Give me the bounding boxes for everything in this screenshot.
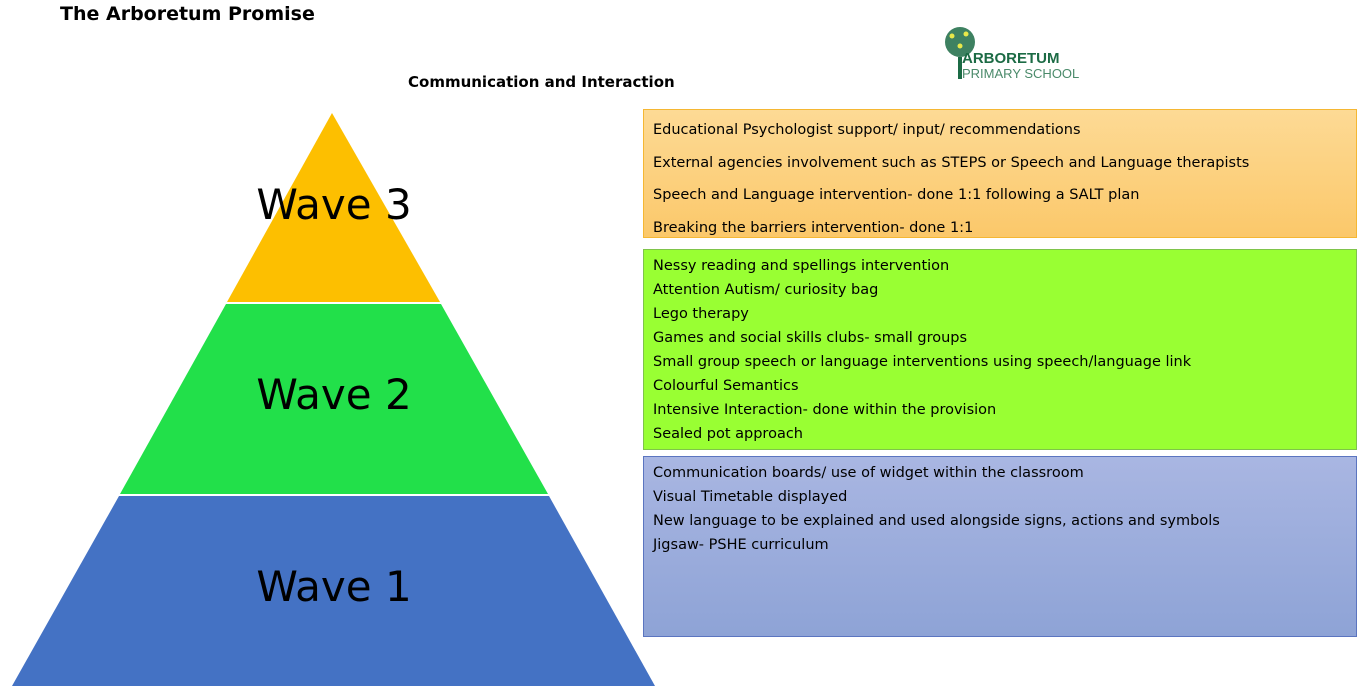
wave-2-tier xyxy=(120,304,548,494)
list-item: Speech and Language intervention- done 1… xyxy=(653,187,1140,203)
list-item: Small group speech or language intervent… xyxy=(653,354,1192,370)
section-subtitle: Communication and Interaction xyxy=(408,73,675,91)
wave-pyramid xyxy=(12,113,655,686)
list-item: Communication boards/ use of widget with… xyxy=(653,465,1084,481)
list-item: Nessy reading and spellings intervention xyxy=(653,258,950,274)
list-item: Games and social skills clubs- small gro… xyxy=(653,330,968,346)
list-item: Jigsaw- PSHE curriculum xyxy=(653,537,829,553)
logo-subtitle: PRIMARY SCHOOL xyxy=(962,66,1080,81)
list-item: Breaking the barriers intervention- done… xyxy=(653,219,974,236)
page-title: The Arboretum Promise xyxy=(60,3,315,25)
wave-1-label: Wave 1 xyxy=(256,562,412,611)
tree-logo-icon xyxy=(945,27,975,79)
list-item: Intensive Interaction- done within the p… xyxy=(653,402,997,418)
list-item: Attention Autism/ curiosity bag xyxy=(653,282,879,298)
list-item: Colourful Semantics xyxy=(653,378,799,394)
list-item: Visual Timetable displayed xyxy=(653,489,848,505)
wave-2-box: Nessy reading and spellings intervention… xyxy=(643,249,1357,450)
list-item: Educational Psychologist support/ input/… xyxy=(653,122,1081,138)
list-item: Lego therapy xyxy=(653,306,749,322)
wave-2-label: Wave 2 xyxy=(256,370,412,419)
list-item: External agencies involvement such as ST… xyxy=(653,154,1250,171)
list-item: New language to be explained and used al… xyxy=(653,513,1220,529)
logo-name: ARBORETUM xyxy=(962,50,1060,67)
school-logo: ARBORETUM PRIMARY SCHOOL xyxy=(940,24,1110,84)
wave-3-tier xyxy=(227,113,440,302)
list-item: Sealed pot approach xyxy=(653,426,803,442)
wave-1-box: Communication boards/ use of widget with… xyxy=(643,456,1357,637)
wave-3-label: Wave 3 xyxy=(256,180,412,229)
wave-1-tier xyxy=(12,496,655,686)
wave-3-box: Educational Psychologist support/ input/… xyxy=(643,109,1357,238)
